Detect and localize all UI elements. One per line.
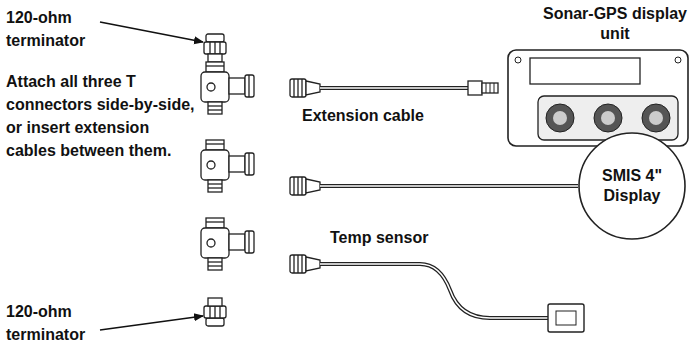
- display-unit: Sonar-GPS display unit: [540, 4, 690, 48]
- node-title: SMIS 4" Display: [592, 166, 672, 206]
- terminator-label: 120-ohm terminator: [6, 300, 118, 346]
- cable-label: Extension cable: [302, 104, 462, 127]
- display-outline: [577, 131, 687, 241]
- smis-display: SMIS 4" Display: [577, 131, 687, 241]
- sensor-label: Temp sensor: [330, 226, 490, 249]
- terminator-label: 120-ohm terminator: [6, 6, 118, 52]
- node-title: Sonar-GPS display unit: [540, 4, 690, 44]
- instruction-note: Attach all three T connectors side-by-si…: [6, 70, 196, 162]
